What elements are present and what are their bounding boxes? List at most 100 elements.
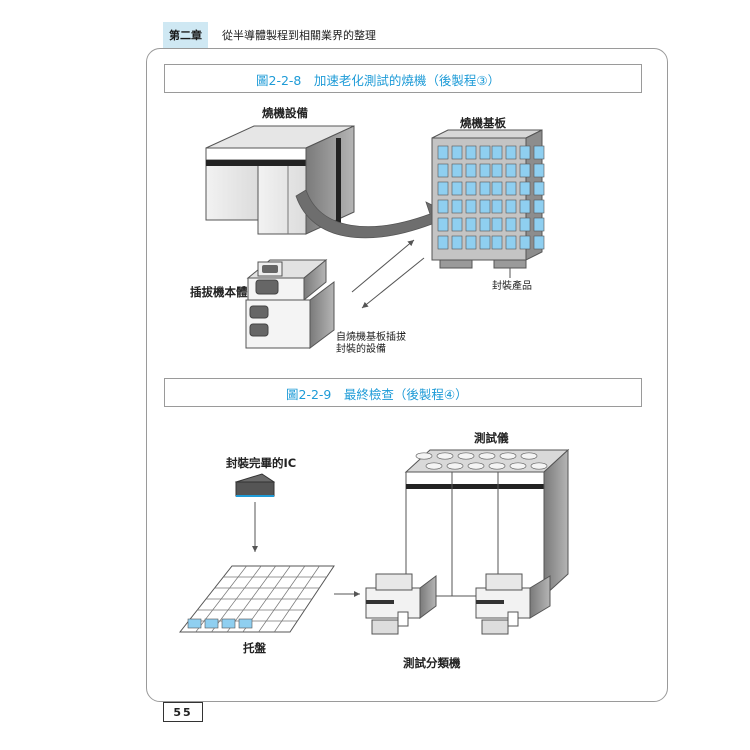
- burn-in-board-rack: [431, 129, 545, 278]
- finished-ic-chip: [234, 473, 276, 497]
- tester-socket: [488, 462, 506, 470]
- tester-holes: [415, 452, 548, 470]
- tray-label: 托盤: [243, 641, 266, 655]
- board-chip: [437, 145, 449, 160]
- packaged-product-label: 封裝產品: [492, 281, 532, 292]
- burn-in-equipment-label: 燒機設備: [262, 106, 308, 120]
- board-chip: [533, 145, 545, 160]
- tray: [178, 565, 335, 633]
- tray-grid-line: [195, 565, 247, 633]
- test-handler-right: [475, 573, 551, 635]
- tester-socket: [478, 452, 496, 460]
- board-chip: [533, 217, 545, 232]
- board-chip: [491, 199, 503, 214]
- board-chip: [479, 163, 491, 178]
- tray-chip: [221, 618, 236, 629]
- board-chip: [479, 217, 491, 232]
- board-chip: [519, 217, 531, 232]
- inserter-machine: [245, 258, 335, 349]
- board-chip: [437, 181, 449, 196]
- tester-socket: [499, 452, 517, 460]
- board-chip: [519, 145, 531, 160]
- board-chip: [437, 199, 449, 214]
- tester-socket: [457, 452, 475, 460]
- board-chip: [437, 163, 449, 178]
- tester: [404, 448, 570, 598]
- board-chip: [533, 199, 545, 214]
- board-chip: [437, 217, 449, 232]
- tester-label: 測試儀: [474, 431, 509, 445]
- inserter-desc-line1: 自燒機基板插拔: [336, 332, 406, 343]
- tester-socket: [436, 452, 454, 460]
- tester-socket: [415, 452, 433, 460]
- tester-socket: [425, 462, 443, 470]
- board-chip: [519, 181, 531, 196]
- tester-socket: [530, 462, 548, 470]
- board-chip: [533, 181, 545, 196]
- tray-chips: [187, 618, 253, 629]
- board-chip: [505, 199, 517, 214]
- tester-socket: [467, 462, 485, 470]
- insert-arrow: [351, 239, 415, 293]
- board-chip: [491, 145, 503, 160]
- board-chip: [451, 217, 463, 232]
- board-chip: [465, 163, 477, 178]
- board-chip: [451, 163, 463, 178]
- board-chip: [505, 181, 517, 196]
- tray-grid-line: [258, 565, 306, 633]
- board-chip: [491, 163, 503, 178]
- board-chip: [491, 181, 503, 196]
- inserter-desc-line2: 封裝的設備: [336, 344, 386, 355]
- board-chip: [519, 235, 531, 250]
- board-chip: [465, 145, 477, 160]
- inserter-body-label: 插拔機本體: [190, 285, 248, 299]
- board-chip: [479, 181, 491, 196]
- tester-socket: [509, 462, 527, 470]
- board-chip: [491, 235, 503, 250]
- figure1-title-bracket: [164, 64, 642, 93]
- board-chip: [465, 235, 477, 250]
- tester-socket: [520, 452, 538, 460]
- finished-ic-label: 封裝完畢的IC: [226, 456, 297, 470]
- board-chip: [505, 145, 517, 160]
- board-chip: [479, 145, 491, 160]
- board-chip: [491, 217, 503, 232]
- tray-grid-line: [273, 565, 320, 633]
- page-number: 55: [163, 702, 203, 722]
- board-chip: [505, 217, 517, 232]
- board-chip: [451, 199, 463, 214]
- figure2-title: 圖2-2-9 最終檢查（後製程④）: [286, 387, 468, 402]
- tray-chip: [187, 618, 202, 629]
- board-chip: [533, 163, 545, 178]
- page-frame: [146, 48, 668, 702]
- board-chip: [451, 235, 463, 250]
- burn-in-equipment: [205, 125, 355, 235]
- board-chip: [519, 163, 531, 178]
- board-chip: [533, 235, 545, 250]
- burn-in-board-label: 燒機基板: [460, 116, 506, 130]
- chapter-title: 從半導體製程到相關業界的整理: [222, 29, 376, 42]
- tester-socket: [446, 462, 464, 470]
- tray-grid-line: [211, 565, 262, 633]
- board-chip: [505, 163, 517, 178]
- tray-chip: [238, 618, 253, 629]
- board-chip: [465, 181, 477, 196]
- remove-arrow: [361, 257, 425, 309]
- chapter-tab: 第二章: [163, 22, 208, 48]
- board-chip: [437, 235, 449, 250]
- board-chip: [479, 199, 491, 214]
- figure1-title: 圖2-2-8 加速老化測試的燒機（後製程③）: [256, 73, 501, 88]
- board-chip: [451, 145, 463, 160]
- board-chip: [479, 235, 491, 250]
- tray-chip: [204, 618, 219, 629]
- board-chip: [505, 235, 517, 250]
- board-chip: [465, 217, 477, 232]
- test-handler-left: [365, 573, 437, 635]
- board-chip: [465, 199, 477, 214]
- handler-label: 測試分類機: [403, 656, 461, 670]
- board-chip-grid: [437, 145, 545, 250]
- board-chip: [519, 199, 531, 214]
- board-chip: [451, 181, 463, 196]
- figure2-title-bracket: [164, 378, 642, 407]
